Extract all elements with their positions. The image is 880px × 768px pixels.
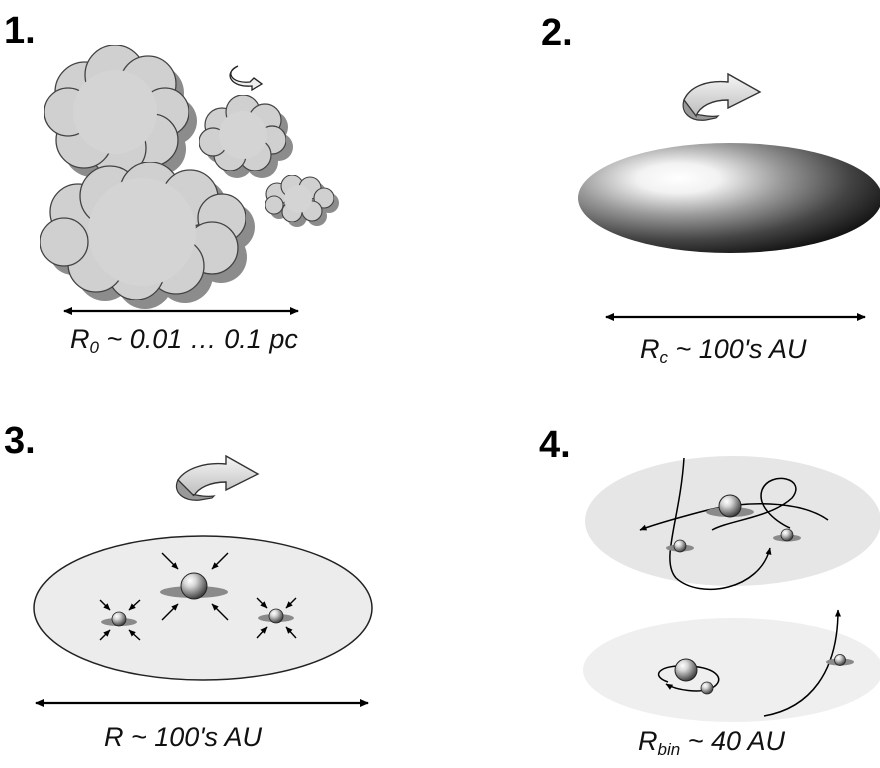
rotation-arrow-small-icon bbox=[229, 65, 264, 92]
binary-secondary bbox=[700, 681, 714, 695]
panel-4-interactions bbox=[583, 456, 880, 722]
panel-4-number: 4. bbox=[539, 424, 571, 466]
disk bbox=[33, 535, 373, 681]
star-upper-right bbox=[773, 528, 801, 542]
cloud-medium bbox=[198, 94, 293, 178]
orbit-paths-lower bbox=[657, 609, 841, 717]
central-protostar bbox=[160, 572, 228, 600]
rotation-arrow-icon bbox=[682, 72, 762, 121]
left-protostar bbox=[101, 611, 137, 627]
lower-disk bbox=[583, 618, 880, 722]
collapsing-core bbox=[578, 143, 880, 253]
upper-disk bbox=[585, 456, 880, 586]
panel-3-fragmentation bbox=[33, 454, 373, 707]
infall-arrows bbox=[99, 552, 297, 641]
star-upper-left bbox=[666, 539, 694, 553]
panel-1-clouds bbox=[39, 44, 339, 315]
panel-1-number: 1. bbox=[4, 10, 36, 52]
panel-2-number: 2. bbox=[541, 12, 573, 54]
escaping-star bbox=[826, 654, 854, 666]
cloud-large-bottom bbox=[39, 161, 255, 309]
rotation-arrow-icon bbox=[175, 454, 260, 501]
cloud-small bbox=[264, 174, 339, 227]
panel-2-scale-label: Rc ~ 100's AU bbox=[640, 334, 807, 367]
panel-2-core bbox=[578, 72, 880, 321]
right-protostar bbox=[258, 608, 294, 624]
panel-3-number: 3. bbox=[4, 420, 36, 462]
panel-1-scale-label: R0 ~ 0.01 … 0.1 pc bbox=[70, 324, 298, 357]
cloud-large-top bbox=[43, 44, 197, 185]
star-upper-large bbox=[706, 494, 754, 518]
panel-4-scale-label: Rbin ~ 40 AU bbox=[638, 726, 785, 759]
panel-3-scale-label: R ~ 100's AU bbox=[104, 722, 262, 752]
binary-primary bbox=[674, 658, 698, 682]
